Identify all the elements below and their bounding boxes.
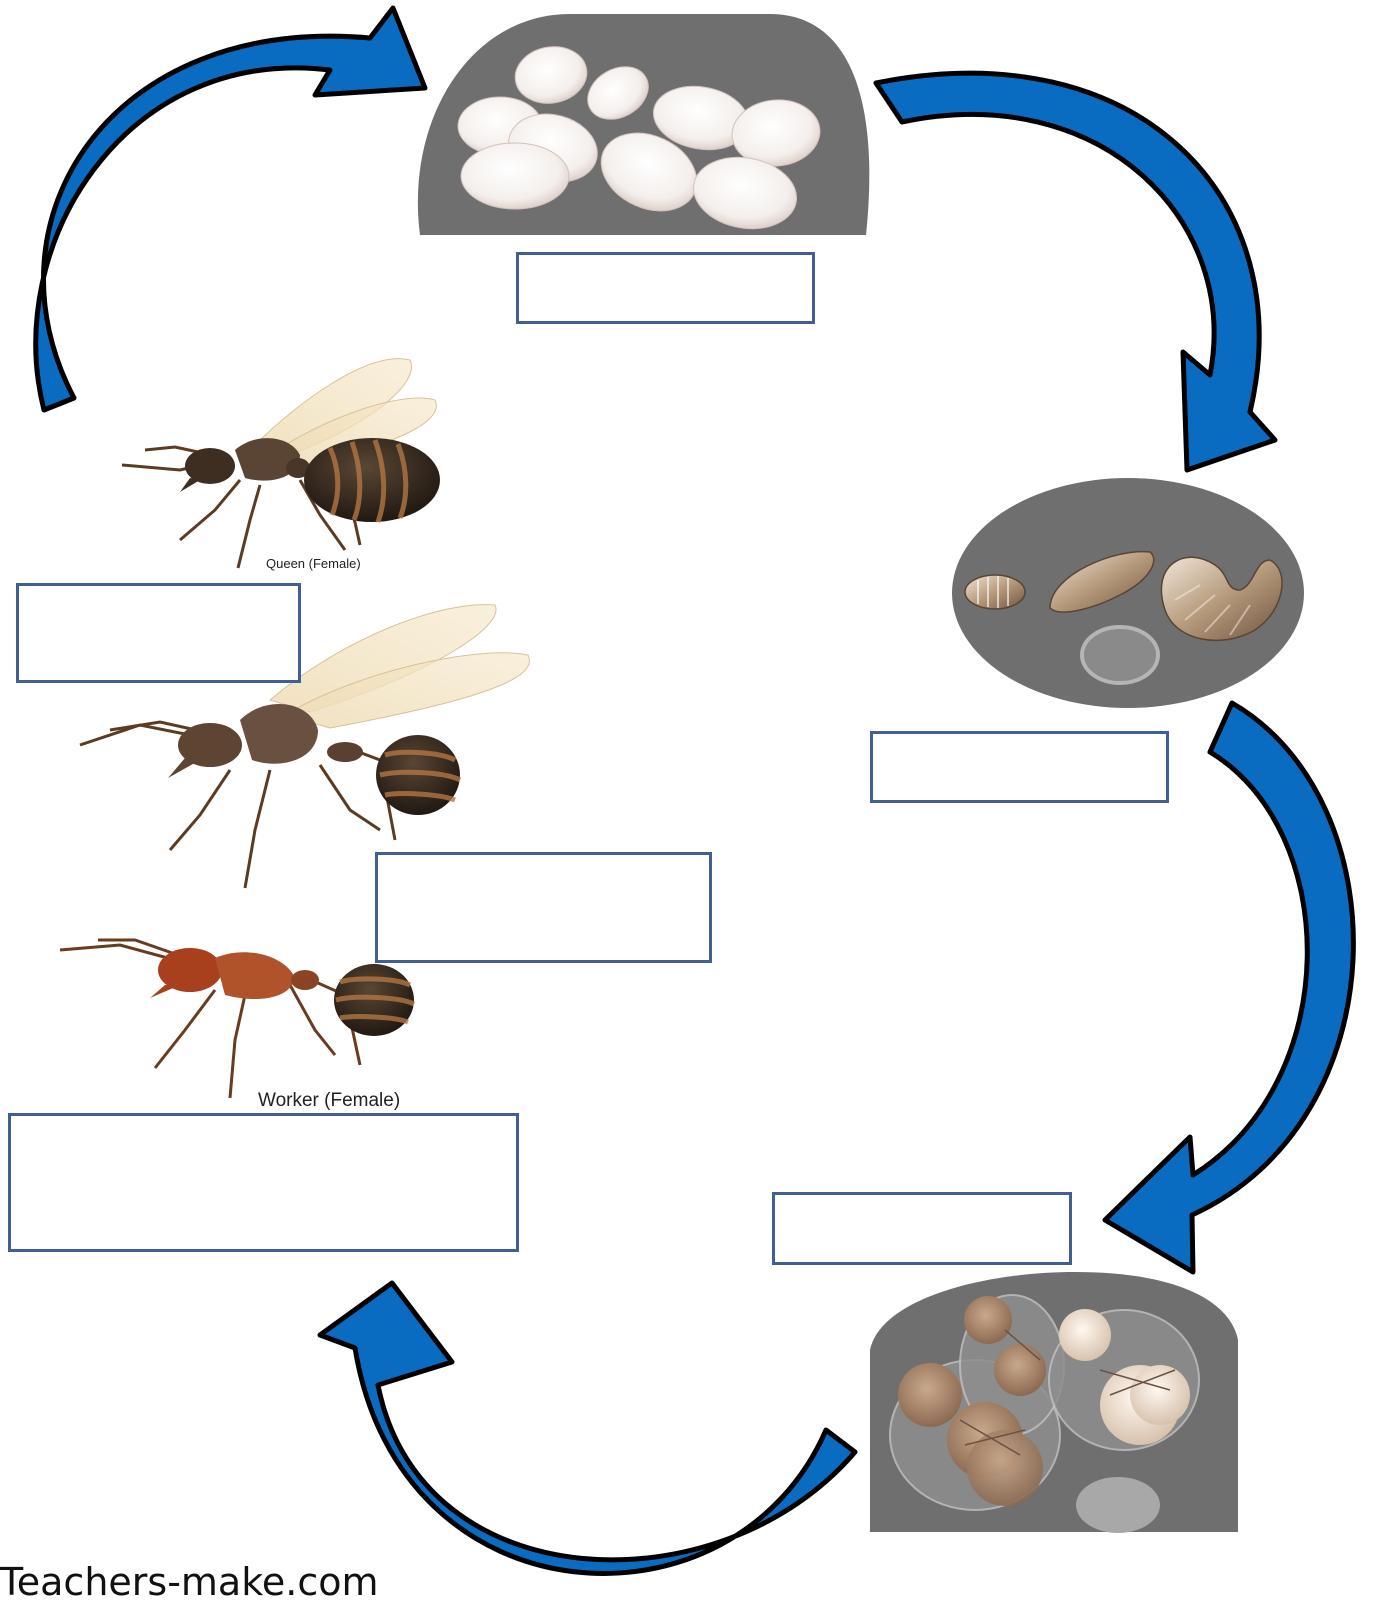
larvae-image	[952, 478, 1304, 708]
arrow-egg-to-larva	[876, 73, 1275, 470]
watermark-text: Teachers-make.com	[0, 1560, 378, 1604]
pupa-label-box[interactable]	[772, 1192, 1072, 1265]
arrow-adult-to-egg	[36, 8, 425, 410]
male-label-box[interactable]	[375, 852, 712, 963]
eggs-image	[418, 14, 869, 236]
larva-label-box[interactable]	[870, 731, 1169, 803]
queen-caption: Queen (Female)	[266, 556, 361, 571]
worker-ant-image	[60, 940, 414, 1098]
worker-caption: Worker (Female)	[258, 1090, 400, 1112]
pupae-image	[870, 1272, 1238, 1533]
arrow-pupa-to-adult	[320, 1283, 855, 1573]
worker-label-box[interactable]	[8, 1113, 519, 1252]
queen-label-box[interactable]	[16, 583, 301, 683]
egg-label-box[interactable]	[516, 252, 815, 324]
queen-ant-image	[122, 359, 440, 568]
